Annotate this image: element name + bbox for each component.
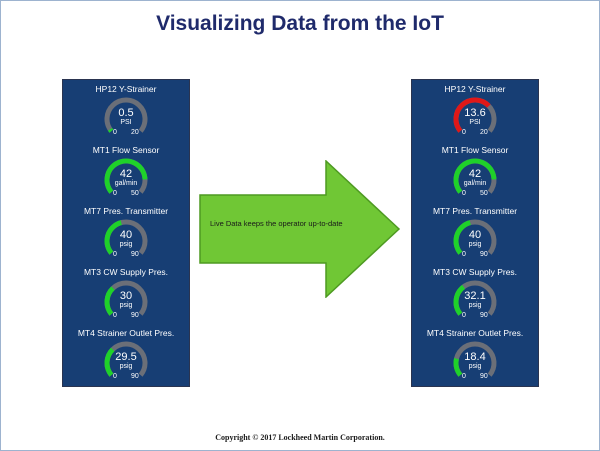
gauge-dial xyxy=(453,158,497,194)
gauge-unit: psig xyxy=(468,363,482,370)
gauge-value: 42 xyxy=(119,168,133,180)
gauge-label: MT7 Pres. Transmitter xyxy=(83,206,169,216)
gauge-label: MT4 Strainer Outlet Pres. xyxy=(77,328,175,338)
gauge-max: 90 xyxy=(480,312,488,319)
gauge-min: 0 xyxy=(113,251,117,258)
gauge-level-arc xyxy=(453,220,472,255)
gauge-value: 40 xyxy=(468,229,482,241)
gauge-unit: psig xyxy=(468,241,482,248)
gauge-max: 50 xyxy=(480,190,488,197)
gauge-label: MT3 CW Supply Pres. xyxy=(83,267,169,277)
gauge-min: 0 xyxy=(113,373,117,380)
slide-title: Visualizing Data from the IoT xyxy=(156,12,444,35)
gauge-min: 0 xyxy=(462,373,466,380)
gauge-value: 0.5 xyxy=(118,107,134,119)
gauge-value: 42 xyxy=(468,168,482,180)
gauge-max: 20 xyxy=(131,129,139,136)
gauge-level-arc xyxy=(104,220,123,255)
gauge-dial xyxy=(453,280,497,316)
gauge-max: 90 xyxy=(131,312,139,319)
gauge-label: MT1 Flow Sensor xyxy=(92,145,160,155)
copyright-notice: Copyright © 2017 Lockheed Martin Corpora… xyxy=(215,433,385,442)
gauge-min: 0 xyxy=(462,251,466,258)
gauge-label: MT7 Pres. Transmitter xyxy=(432,206,518,216)
gauge-dial xyxy=(453,219,497,255)
gauge-max: 90 xyxy=(480,251,488,258)
gauge-label: MT3 CW Supply Pres. xyxy=(432,267,518,277)
gauge-unit: psig xyxy=(119,241,133,248)
gauge-max: 90 xyxy=(131,251,139,258)
arrow-caption: Live Data keeps the operator up-to-date xyxy=(210,219,343,228)
gauge-dial xyxy=(104,280,148,316)
gauge-unit: psig xyxy=(468,302,482,309)
gauge-value: 30 xyxy=(119,290,133,302)
gauge-min: 0 xyxy=(462,190,466,197)
gauge-min: 0 xyxy=(113,129,117,136)
gauge-max: 20 xyxy=(480,129,488,136)
gauge-label: MT4 Strainer Outlet Pres. xyxy=(426,328,524,338)
gauge-track xyxy=(104,97,148,133)
gauge-dial xyxy=(104,97,148,133)
gauge-min: 0 xyxy=(113,190,117,197)
gauge-level-arc xyxy=(104,347,115,377)
gauge-dial xyxy=(453,341,497,377)
gauge-value: 18.4 xyxy=(464,351,486,363)
gauge-level-arc xyxy=(104,158,148,194)
gauge-max: 50 xyxy=(131,190,139,197)
gauge-value: 29.5 xyxy=(115,351,137,363)
gauge-dial xyxy=(453,97,497,133)
gauge-dial xyxy=(104,219,148,255)
gauge-dial xyxy=(104,341,148,377)
gauge-unit: psig xyxy=(119,363,133,370)
gauge-level-arc xyxy=(453,158,497,194)
gauge-label: HP12 Y-Strainer xyxy=(95,84,157,94)
gauge-max: 90 xyxy=(131,373,139,380)
gauge-level-arc xyxy=(453,358,463,377)
gauge-level-arc xyxy=(104,286,115,316)
gauge-unit: psig xyxy=(119,302,133,309)
gauge-label: MT1 Flow Sensor xyxy=(441,145,509,155)
gauge-min: 0 xyxy=(462,312,466,319)
gauge-level-arc xyxy=(453,97,491,133)
right-arrow-icon xyxy=(199,159,401,303)
gauge-level-arc xyxy=(453,284,466,316)
gauge-value: 40 xyxy=(119,229,133,241)
gauge-unit: gal/min xyxy=(114,180,138,187)
gauge-level-arc xyxy=(107,127,114,133)
gauge-min: 0 xyxy=(462,129,466,136)
arrow-shape xyxy=(199,159,401,299)
gauge-value: 32.1 xyxy=(464,290,486,302)
gauge-unit: gal/min xyxy=(463,180,487,187)
gauge-unit: PSI xyxy=(120,119,132,126)
gauge-label: HP12 Y-Strainer xyxy=(444,84,506,94)
gauge-max: 90 xyxy=(480,373,488,380)
gauge-min: 0 xyxy=(113,312,117,319)
gauge-dial xyxy=(104,158,148,194)
gauge-unit: PSI xyxy=(469,119,481,126)
gauge-value: 13.6 xyxy=(464,107,486,119)
